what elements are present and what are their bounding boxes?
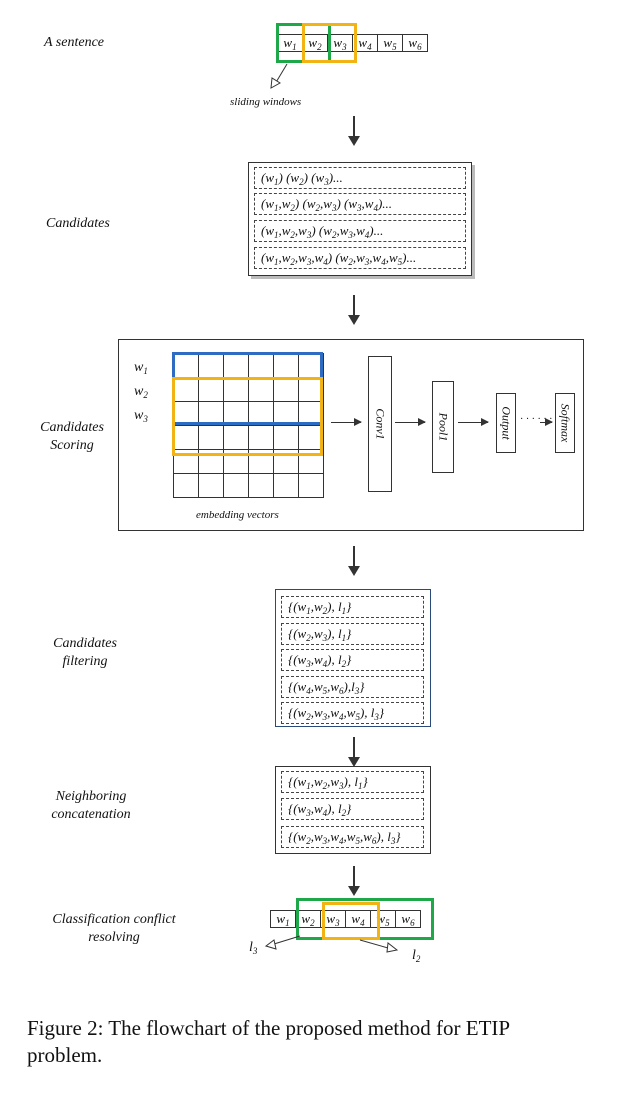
- flow-arrow: [348, 866, 360, 896]
- figure-caption: Figure 2: The flowchart of the proposed …: [27, 1016, 510, 1067]
- token: w3: [327, 34, 353, 52]
- embedding-vectors-label: embedding vectors: [196, 509, 279, 521]
- output-layer: Output: [496, 393, 516, 453]
- label-l3: l3: [249, 940, 258, 956]
- stage-label-candidates: Candidates: [46, 216, 110, 231]
- w-label: w3: [134, 408, 148, 424]
- token: w6: [395, 910, 421, 928]
- sliding-windows-label: sliding windows: [230, 96, 302, 108]
- sliding-window-yellow: [302, 23, 357, 63]
- token: w4: [345, 910, 371, 928]
- sentence-token-row: w1 w2 w3 w4 w5 w6: [277, 34, 428, 52]
- flow-arrow: [348, 737, 360, 767]
- token: w1: [270, 910, 296, 928]
- w-label: w2: [134, 384, 148, 400]
- softmax-layer: Softmax: [555, 393, 575, 453]
- sliding-window-pointer: [270, 63, 288, 89]
- layer-dots: · · · · · ·: [520, 414, 553, 425]
- conv1-layer: Conv1: [368, 356, 392, 492]
- filtered-row: {(w1,w2), l1}: [281, 596, 424, 618]
- token: w5: [377, 34, 403, 52]
- token: w4: [352, 34, 378, 52]
- flow-arrow: [348, 295, 360, 325]
- label-pointers: [264, 935, 399, 953]
- filtered-row: {(w2,w3,w4,w5), l3}: [281, 702, 424, 724]
- layer-arrow: [331, 418, 362, 426]
- flow-arrow: [348, 116, 360, 146]
- result-token-row: w1 w2 w3 w4 w5 w6: [270, 910, 421, 928]
- w-label: w1: [134, 360, 148, 376]
- candidates-panel: [248, 162, 472, 276]
- filtered-row: {(w4,w5,w6),l3}: [281, 676, 424, 698]
- pool1-layer: Pool1: [432, 381, 454, 473]
- conv-window-yellow: [172, 377, 323, 456]
- candidate-row: (w1,w2,w3) (w2,w3,w4)...: [254, 220, 466, 242]
- filtered-row: {(w3,w4), l2}: [281, 649, 424, 671]
- concat-panel: [275, 766, 431, 854]
- segment-yellow: [322, 902, 380, 940]
- candidate-row: (w1,w2,w3,w4) (w2,w3,w4,w5)...: [254, 247, 466, 269]
- token: w6: [402, 34, 428, 52]
- candidate-row: (w1,w2) (w2,w3) (w3,w4)...: [254, 193, 466, 215]
- stage-label-sentence: A sentence: [44, 35, 104, 50]
- layer-arrow: [540, 418, 553, 426]
- layer-arrow: [395, 418, 426, 426]
- concat-row: {(w3,w4), l2}: [281, 798, 424, 820]
- concat-row: {(w1,w2,w3), l1}: [281, 771, 424, 793]
- candidate-row: (w1) (w2) (w3)...: [254, 167, 466, 189]
- concat-row: {(w2,w3,w4,w5,w6), l3}: [281, 826, 424, 848]
- flow-arrow: [348, 546, 360, 576]
- filtered-row: {(w2,w3), l1}: [281, 623, 424, 645]
- label-l2: l2: [412, 948, 421, 964]
- token: w3: [320, 910, 346, 928]
- layer-arrow: [458, 418, 489, 426]
- filtering-panel: [275, 589, 431, 727]
